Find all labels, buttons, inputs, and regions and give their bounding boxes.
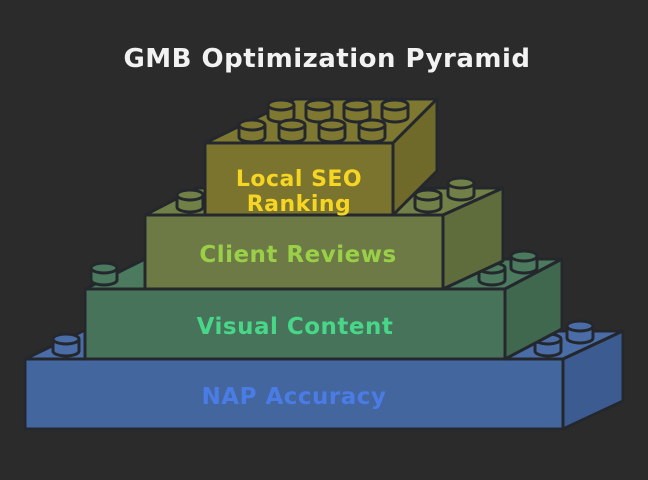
brick-stud — [413, 188, 443, 214]
stud-cap — [446, 176, 476, 190]
stud-cap — [51, 332, 81, 346]
brick-stud — [89, 261, 119, 287]
stud-cap — [342, 98, 372, 112]
stud-cap — [266, 98, 296, 112]
brick-stud — [317, 118, 347, 144]
stud-cap — [357, 118, 387, 132]
brick-label-nap-accuracy-line1: NAP Accuracy — [202, 384, 387, 410]
stud-cap — [175, 188, 205, 202]
brick-stud — [509, 249, 539, 275]
brick-stud — [304, 98, 334, 124]
diagram-title: GMB Optimization Pyramid — [123, 44, 530, 74]
stud-cap — [413, 188, 443, 202]
stud-cap — [565, 319, 595, 333]
stud-cap — [89, 261, 119, 275]
stud-cap — [304, 98, 334, 112]
brick-stud — [342, 98, 372, 124]
brick-label-local-seo-ranking-line2: Ranking — [247, 192, 352, 217]
stud-cap — [509, 249, 539, 263]
brick-stud — [175, 188, 205, 214]
brick-stud — [357, 118, 387, 144]
stud-cap — [317, 118, 347, 132]
brick-stud — [277, 118, 307, 144]
brick-stud — [237, 118, 267, 144]
brick-stud — [533, 332, 563, 358]
brick-label-client-reviews-line1: Client Reviews — [199, 242, 396, 268]
brick-stud — [565, 319, 595, 345]
brick-stud — [51, 332, 81, 358]
stud-cap — [237, 118, 267, 132]
brick-label-visual-content-line1: Visual Content — [197, 314, 394, 340]
stud-cap — [277, 118, 307, 132]
brick-stud — [446, 176, 476, 202]
brick-stud — [380, 98, 410, 124]
brick-stack: NAP Accuracy Visual Content Client Reviews… — [23, 97, 625, 431]
stud-cap — [380, 98, 410, 112]
brick-label-local-seo-ranking-line1: Local SEO — [236, 167, 362, 192]
